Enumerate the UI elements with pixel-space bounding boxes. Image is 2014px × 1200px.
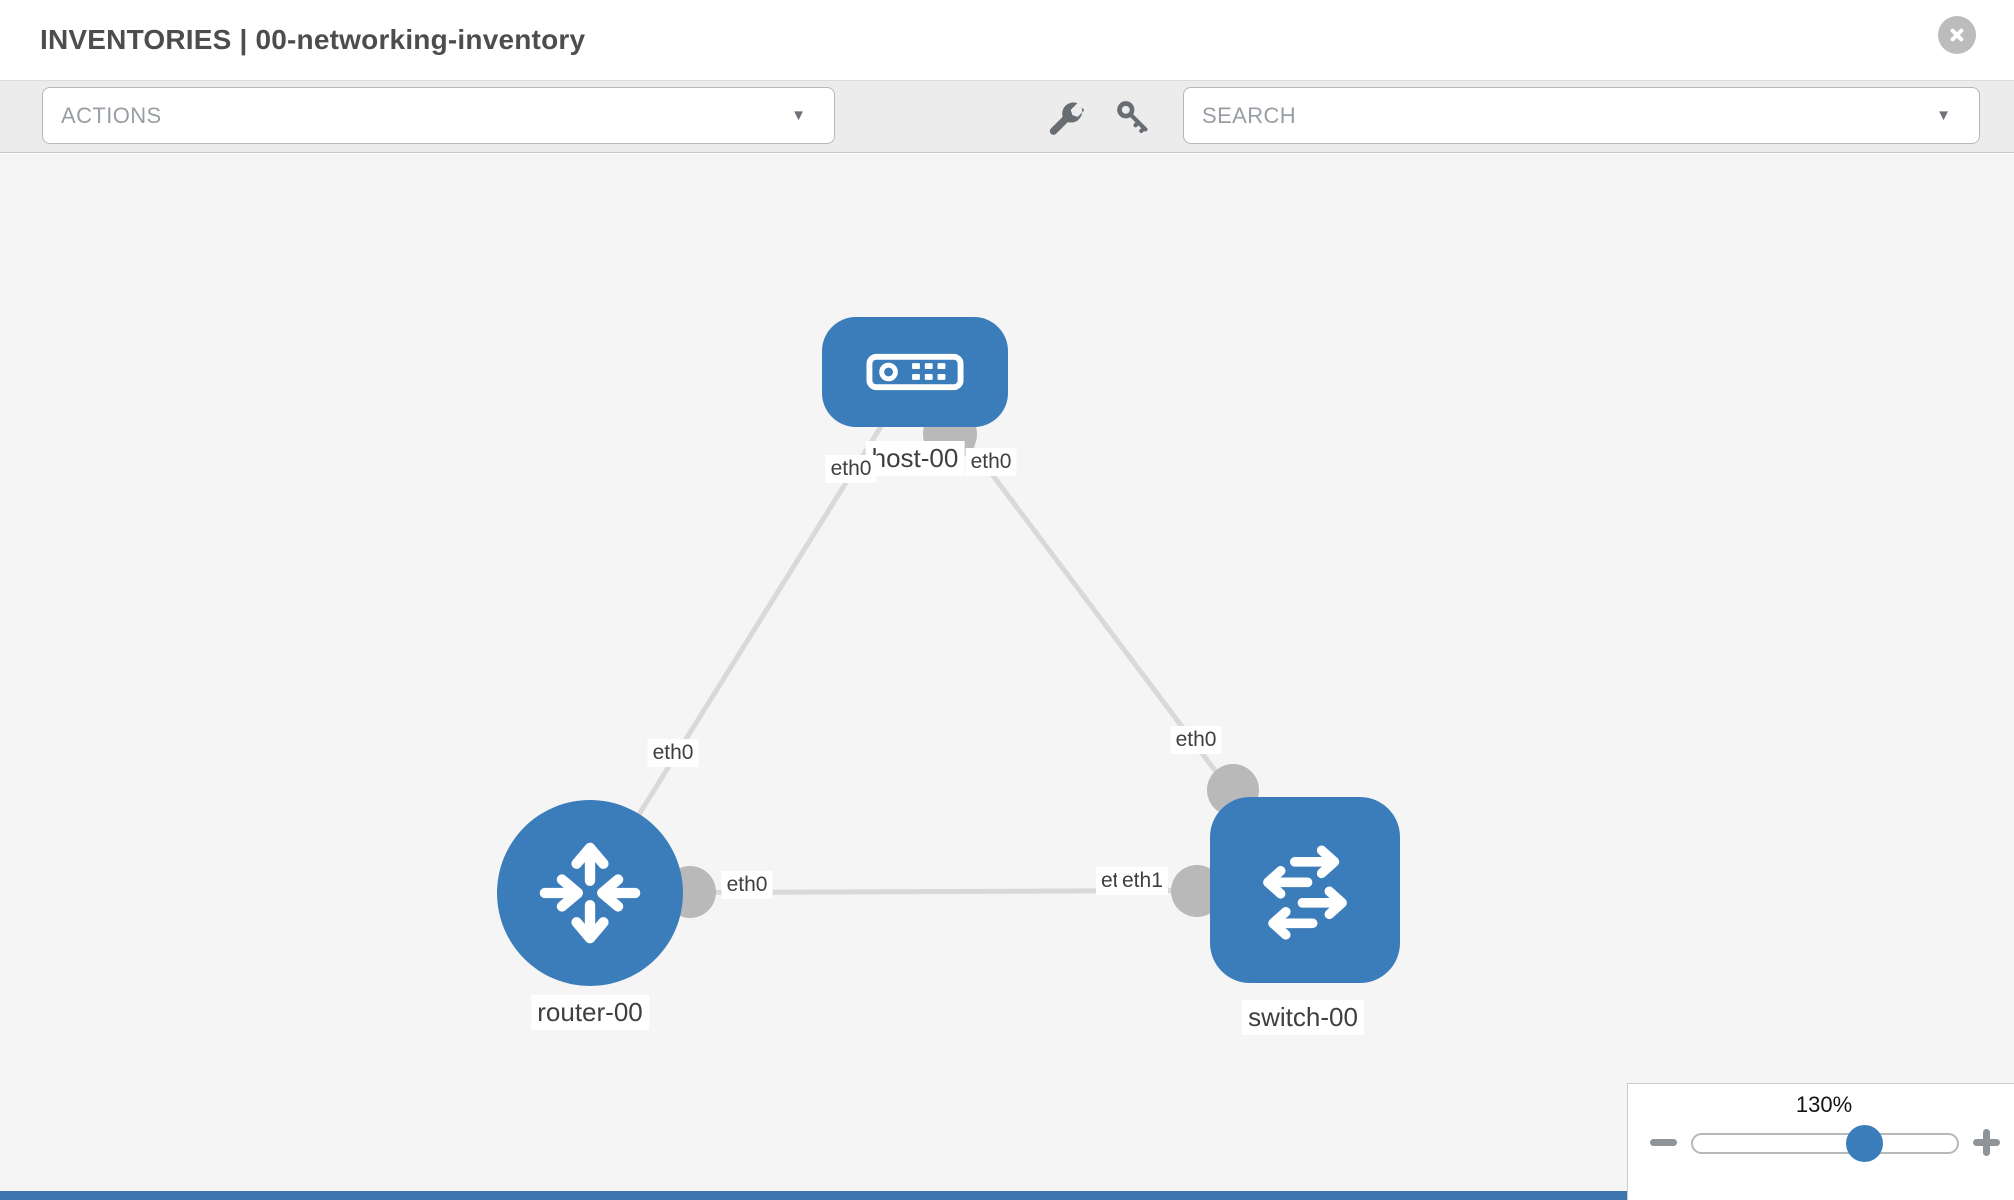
topology-canvas[interactable]: host-00 router-00 switch-00 eth0 eth0 et…: [0, 154, 2014, 1200]
zoom-in-button[interactable]: [1973, 1129, 2000, 1156]
host-icon: [866, 353, 964, 391]
chevron-down-icon: ▼: [1936, 106, 1951, 124]
chevron-down-icon: ▼: [791, 106, 806, 124]
page-header: INVENTORIES | 00-networking-inventory: [0, 0, 2014, 80]
iface-label-router-to-switch: eth0: [721, 871, 773, 899]
iface-label-switch-front: eth1: [1117, 867, 1168, 895]
actions-dropdown-placeholder: ACTIONS: [61, 102, 162, 128]
node-label-host: host-00: [865, 441, 965, 476]
key-button[interactable]: [1113, 97, 1153, 137]
topology-links-layer: [587, 370, 1307, 918]
zoom-out-button[interactable]: [1650, 1139, 1677, 1146]
node-label-router: router-00: [531, 995, 649, 1030]
node-label-switch: switch-00: [1242, 1000, 1364, 1035]
switch-icon: [1241, 826, 1369, 954]
node-switch-00[interactable]: [1210, 797, 1400, 983]
search-dropdown-placeholder: SEARCH: [1202, 102, 1297, 128]
node-router-00[interactable]: [497, 800, 683, 986]
zoom-level-value: 130%: [1795, 1092, 1853, 1117]
iface-label-switch-to-host: eth0: [1170, 726, 1222, 754]
plus-icon-bar: [1983, 1129, 1990, 1156]
bottom-accent-bar: [0, 1191, 1627, 1200]
tools-button[interactable]: [1045, 97, 1085, 137]
iface-label-host-to-switch: eth0: [965, 448, 1017, 476]
zoom-slider-thumb[interactable]: [1846, 1125, 1883, 1162]
close-button[interactable]: [1938, 16, 1976, 54]
actions-dropdown[interactable]: ACTIONS ▼: [42, 87, 835, 144]
router-icon: [529, 832, 651, 954]
key-icon: [1115, 99, 1151, 135]
iface-label-host-to-router: eth0: [825, 455, 877, 483]
node-host-00[interactable]: [822, 317, 1008, 427]
wrench-icon: [1046, 98, 1084, 136]
zoom-slider-track[interactable]: [1691, 1133, 1959, 1154]
toolbar: ACTIONS ▼ SEARCH ▼: [0, 80, 2014, 153]
page-title: INVENTORIES | 00-networking-inventory: [40, 24, 586, 55]
zoom-panel: 130%: [1627, 1083, 2014, 1200]
search-dropdown[interactable]: SEARCH ▼: [1183, 87, 1980, 144]
iface-label-router-to-host: eth0: [647, 739, 699, 767]
close-icon: [1946, 24, 1968, 46]
